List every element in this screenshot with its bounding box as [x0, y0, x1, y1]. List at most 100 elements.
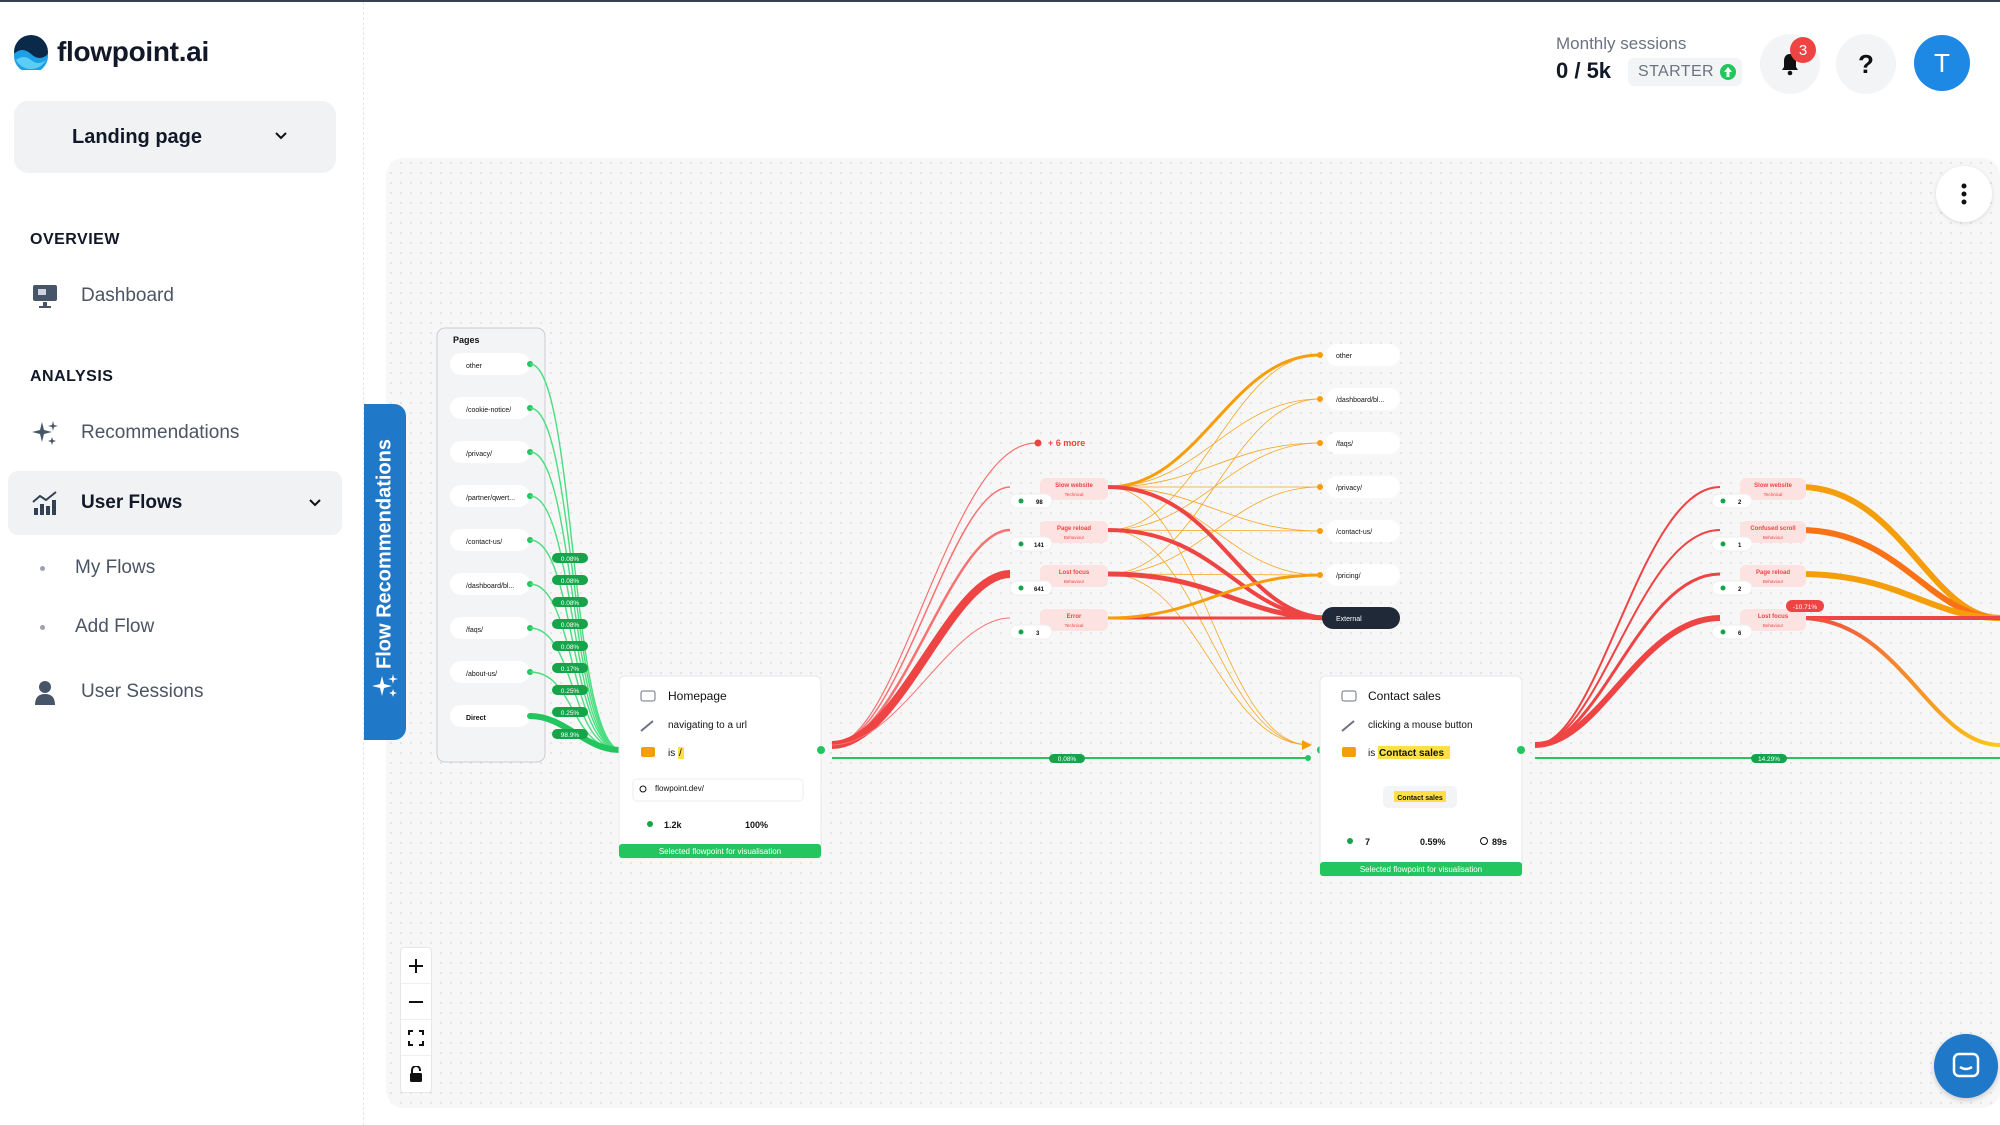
issue-title: Slow website — [1754, 483, 1792, 489]
sidebar-item-recommendations[interactable]: Recommendations — [8, 401, 342, 465]
brand-logo[interactable]: flowpoint.ai — [13, 34, 209, 70]
homepage-node[interactable]: Homepage navigating to a url is / flowpo… — [618, 675, 822, 859]
help-icon: ? — [1858, 48, 1874, 79]
sidebar-subitem-label: Add Flow — [75, 616, 155, 637]
page-chip[interactable]: /partner/qwert... — [450, 485, 533, 507]
page-chip[interactable]: /privacy/ — [450, 441, 533, 463]
issue-card[interactable]: Error Technical 3 — [1009, 609, 1108, 640]
issue-type: Behaviour — [1763, 623, 1784, 628]
notifications-button[interactable] — [1760, 34, 1820, 94]
destination-chip[interactable]: /faqs/ — [1317, 432, 1400, 454]
page-chip-label: /cookie-notice/ — [466, 407, 511, 414]
issue-card[interactable]: Lost focus Behaviour 6 -10.71% — [1711, 600, 1824, 640]
issue-card[interactable]: Page reload Behaviour 141 — [1009, 521, 1108, 552]
page-chip[interactable]: /faqs/ — [450, 617, 533, 639]
issue-type: Behaviour — [1763, 579, 1784, 584]
destination-chip[interactable]: /pricing/ — [1317, 564, 1400, 586]
sidebar-subitem-my-flows[interactable]: My Flows — [40, 557, 155, 579]
node-footer: Selected flowpoint for visualisation — [659, 847, 781, 856]
issue-count: 98 — [1036, 500, 1043, 506]
zoom-in-button[interactable] — [401, 948, 431, 984]
node-action: navigating to a url — [668, 720, 747, 731]
contact-sales-node[interactable]: Contact sales clicking a mouse button is… — [1319, 675, 1523, 877]
percent-badge: 0.08% — [561, 622, 580, 629]
page-percent-badges: 0.08% 0.08% 0.08% 0.08% 0.08% 0.17% 0.25… — [552, 553, 588, 739]
destination-chip-external[interactable]: External — [1322, 607, 1400, 629]
page-chip[interactable]: other — [450, 353, 533, 375]
issue-type: Behaviour — [1763, 535, 1784, 540]
user-avatar[interactable]: T — [1914, 35, 1970, 91]
destination-label: External — [1336, 616, 1362, 623]
help-button[interactable]: ? — [1836, 34, 1896, 94]
issue-more[interactable]: + 6 more — [1034, 438, 1086, 448]
issue-type: Technical — [1764, 492, 1783, 497]
search-box[interactable] — [632, 778, 804, 802]
sidebar-item-dashboard[interactable]: Dashboard — [8, 264, 342, 328]
node-condition-prefix: is — [668, 748, 675, 759]
issue-title: Slow website — [1055, 483, 1093, 489]
percent-badge: 98.9% — [561, 732, 580, 739]
sidebar: flowpoint.ai Landing page OVERVIEW Dashb… — [0, 2, 364, 1125]
destination-chip[interactable]: /contact-us/ — [1317, 520, 1400, 542]
node-users: 1.2k — [664, 820, 683, 830]
sidebar-item-user-flows[interactable]: User Flows — [8, 471, 342, 535]
destination-label: /pricing/ — [1336, 573, 1361, 580]
issue-type: Behaviour — [1064, 535, 1085, 540]
page-chip[interactable]: /about-us/ — [450, 661, 533, 683]
chat-button[interactable] — [1934, 1034, 1998, 1098]
lock-button[interactable] — [401, 1056, 431, 1092]
issue-count: 641 — [1034, 587, 1045, 593]
chat-icon — [1952, 1052, 1980, 1078]
section-analysis: ANALYSIS — [30, 368, 114, 385]
page-selector-value: Landing page — [72, 125, 202, 148]
link-icon — [640, 720, 654, 732]
sidebar-subitem-add-flow[interactable]: Add Flow — [40, 616, 154, 638]
page-chip[interactable]: /contact-us/ — [450, 529, 533, 551]
zoom-out-button[interactable] — [401, 984, 431, 1020]
destination-chip[interactable]: /privacy/ — [1317, 476, 1400, 498]
destination-chip[interactable]: /dashboard/bl... — [1317, 388, 1400, 410]
issue-count: 2 — [1738, 500, 1742, 506]
issue-count: 2 — [1738, 587, 1742, 593]
flow-diagram: Pages other /cookie-notice/ /privacy/ /p… — [436, 327, 2000, 877]
issues-left: + 6 more Slow website Technical 98 Page … — [1009, 438, 1108, 640]
top-border — [0, 0, 2000, 2]
issue-title: Confused scroll — [1750, 526, 1796, 532]
plus-icon — [409, 958, 423, 973]
percent-badge: 0.25% — [561, 710, 580, 717]
issue-card[interactable]: Slow website Technical 98 — [1009, 478, 1108, 509]
issue-type: Technical — [1065, 492, 1084, 497]
destination-label: other — [1336, 353, 1353, 360]
more-vertical-icon — [1961, 183, 1967, 205]
percent-badge: 0.08% — [561, 644, 580, 651]
issue-card[interactable]: Confused scroll Behaviour 1 — [1711, 521, 1806, 552]
page-chip[interactable]: /dashboard/bl... — [450, 573, 533, 595]
plan-badge[interactable]: STARTER — [1628, 58, 1742, 86]
page-chip-label: /about-us/ — [466, 671, 497, 678]
search-value: flowpoint.dev/ — [655, 784, 705, 793]
percent-badge: 0.08% — [561, 600, 580, 607]
issues-to-destinations-thick — [1107, 353, 1331, 621]
issue-card[interactable]: Lost focus Behaviour 641 — [1009, 565, 1108, 596]
users-icon — [647, 821, 653, 827]
destination-chip[interactable]: other — [1317, 344, 1400, 366]
fit-view-button[interactable] — [401, 1020, 431, 1056]
issue-count: 141 — [1034, 543, 1045, 549]
flow-canvas[interactable]: Pages other /cookie-notice/ /privacy/ /p… — [386, 158, 2000, 1108]
bullet-icon — [40, 565, 45, 571]
pages-panel-title: Pages — [453, 335, 480, 345]
condition-icon — [641, 747, 655, 757]
canvas-menu-button[interactable] — [1936, 166, 1992, 222]
page-chip-label: /faqs/ — [466, 627, 483, 634]
flowpoint-logo-icon — [14, 35, 48, 70]
issue-title: Page reload — [1057, 526, 1091, 532]
flow-recommendations-tab[interactable]: Flow Recommendations — [364, 404, 406, 740]
page-chip[interactable]: Direct — [450, 705, 533, 727]
sidebar-item-user-sessions[interactable]: User Sessions — [8, 660, 342, 724]
page-selector-dropdown[interactable]: Landing page — [14, 101, 336, 173]
page-chip-label: /privacy/ — [466, 451, 492, 458]
issue-card[interactable]: Slow website Technical 2 — [1711, 478, 1806, 509]
issue-title: Error — [1067, 614, 1082, 620]
issue-card[interactable]: Page reload Behaviour 2 — [1711, 565, 1806, 596]
page-chip[interactable]: /cookie-notice/ — [450, 397, 533, 419]
